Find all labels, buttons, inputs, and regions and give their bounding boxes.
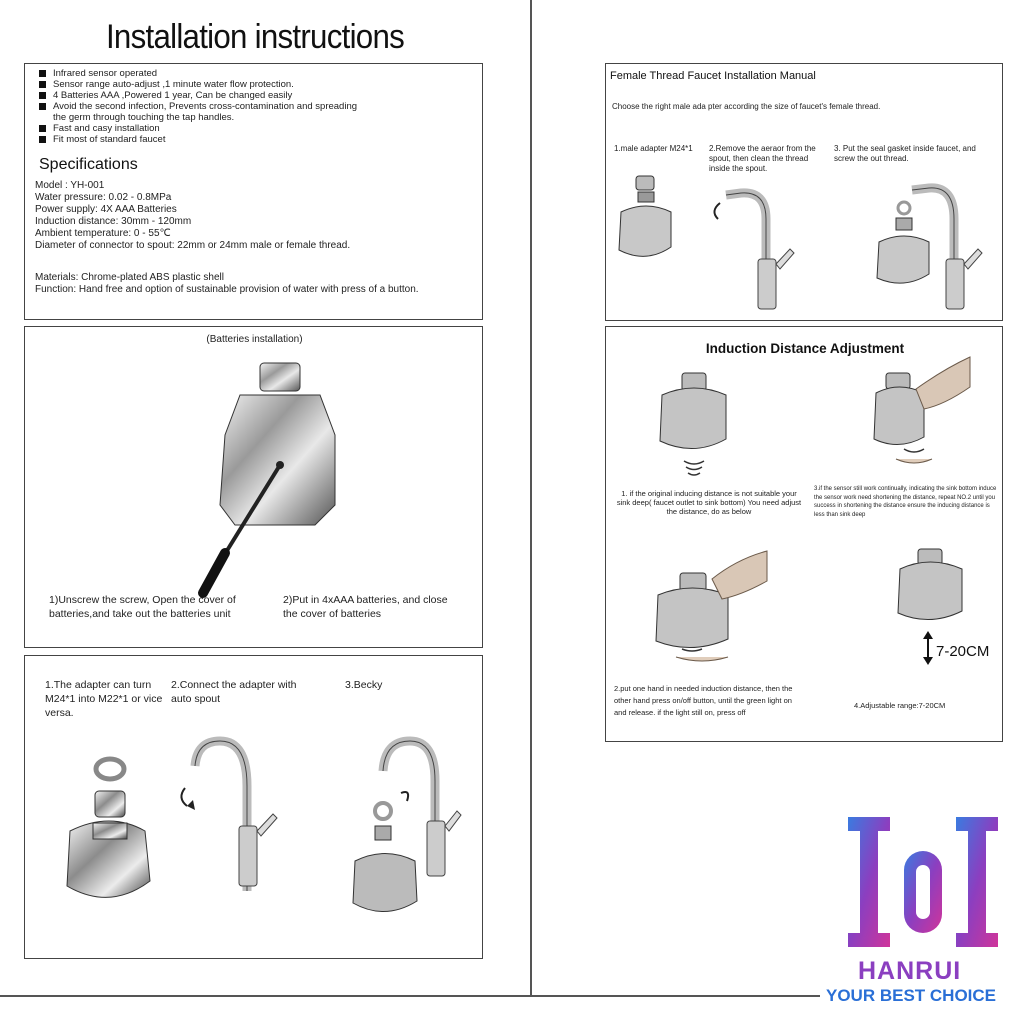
hanrui-logo-mark bbox=[848, 817, 998, 947]
specifications-list: Model : YH-001 Water pressure: 0.02 - 0.… bbox=[35, 180, 350, 252]
faucet-seal-gasket-illustration bbox=[876, 183, 983, 310]
batteries-panel: (Batteries installation) 1)Unscrew the s… bbox=[24, 326, 483, 648]
faucet-aerator-removal-illustration bbox=[713, 188, 795, 310]
female-thread-step-3: 3. Put the seal gasket inside faucet, an… bbox=[834, 144, 976, 163]
induction-panel: Induction Distance Adjustment 1. if the … bbox=[605, 326, 1003, 742]
page-title: Installation instructions bbox=[105, 18, 405, 56]
materials-text: Materials: Chrome-plated ABS plastic she… bbox=[35, 272, 224, 283]
feature-item: Infrared sensor operated bbox=[37, 68, 357, 79]
induction-step-3: 3.if the sensor still work continually, … bbox=[814, 486, 997, 518]
male-adapter-sensor-illustration bbox=[618, 175, 672, 257]
adapter-step-2: 2.Connect the adapter with auto spout bbox=[171, 679, 297, 705]
faucet-with-adapter-illustration bbox=[352, 736, 462, 912]
female-thread-heading: Female Thread Faucet Installation Manual bbox=[610, 70, 816, 82]
specifications-heading: Specifications bbox=[39, 156, 138, 173]
materials-block: Materials: Chrome-plated ABS plastic she… bbox=[35, 272, 495, 296]
induction-heading: Induction Distance Adjustment bbox=[705, 341, 905, 356]
feature-item: Fast and casy installation bbox=[37, 123, 357, 134]
female-thread-intro: Choose the right male ada pter according… bbox=[612, 102, 881, 111]
sensor-hand-illustration-2 bbox=[655, 550, 768, 662]
feature-item: Sensor range auto-adjust ,1 minute water… bbox=[37, 79, 357, 90]
induction-step-2: 2.put one hand in needed induction dista… bbox=[614, 684, 793, 717]
logo-brand-name: HANRUI bbox=[858, 957, 962, 985]
female-thread-step-2: 2.Remove the aeraor from the spout, then… bbox=[709, 144, 816, 173]
induction-step-1: 1. if the original inducing distance is … bbox=[616, 489, 802, 516]
induction-step-4: 4.Adjustable range:7-20CM bbox=[854, 701, 946, 710]
feature-item: Fit most of standard faucet bbox=[37, 134, 357, 145]
spec-line: Diameter of connector to spout: 22mm or … bbox=[35, 240, 351, 251]
adapter-step-3: 3.Becky bbox=[345, 679, 383, 691]
adapter-panel: 1.The adapter can turn M24*1 into M22*1 … bbox=[24, 655, 483, 959]
feature-list: Infrared sensor operated Sensor range au… bbox=[37, 68, 357, 145]
page-divider-horizontal bbox=[0, 995, 820, 997]
adapter-step-1: 1.The adapter can turn M24*1 into M22*1 … bbox=[45, 679, 163, 719]
sensor-unit-with-screwdriver-illustration bbox=[198, 362, 336, 598]
feature-item: Avoid the second infection, Prevents cro… bbox=[37, 101, 357, 112]
female-thread-step-1: 1.male adapter M24*1 bbox=[614, 144, 693, 153]
spec-line: Power supply: 4X AAA Batteries bbox=[35, 204, 177, 215]
spec-line: Ambient temperature: 0 - 55℃ bbox=[35, 228, 171, 239]
logo-tagline: YOUR BEST CHOICE bbox=[826, 986, 997, 1005]
page-divider-vertical bbox=[530, 0, 532, 995]
sensor-waves-illustration-1 bbox=[659, 372, 727, 476]
feature-item: the germ through touching the tap handle… bbox=[53, 112, 235, 123]
spec-line: Model : YH-001 bbox=[35, 180, 105, 191]
batteries-step-1: 1)Unscrew the screw, Open the cover of b… bbox=[49, 594, 236, 620]
batteries-step-2: 2)Put in 4xAAA batteries, and close the … bbox=[283, 594, 448, 620]
function-text: Function: Hand free and option of sustai… bbox=[35, 284, 419, 295]
adapter-sensor-illustration bbox=[66, 756, 151, 898]
distance-range-label: 7-20CM bbox=[936, 643, 990, 660]
female-thread-panel: Female Thread Faucet Installation Manual… bbox=[605, 63, 1003, 321]
sensor-unit-illustration-2 bbox=[897, 548, 963, 621]
spec-line: Induction distance: 30mm - 120mm bbox=[35, 216, 192, 227]
specifications-panel: Infrared sensor operated Sensor range au… bbox=[24, 63, 483, 320]
batteries-heading: (Batteries installation) bbox=[206, 334, 303, 345]
spec-line: Water pressure: 0.02 - 0.8MPa bbox=[35, 192, 172, 203]
gooseneck-faucet-illustration bbox=[180, 736, 278, 891]
sensor-hand-illustration-1 bbox=[873, 356, 971, 464]
distance-arrow-icon bbox=[923, 631, 933, 665]
feature-item: 4 Batteries AAA ,Powered 1 year, Can be … bbox=[37, 90, 357, 101]
